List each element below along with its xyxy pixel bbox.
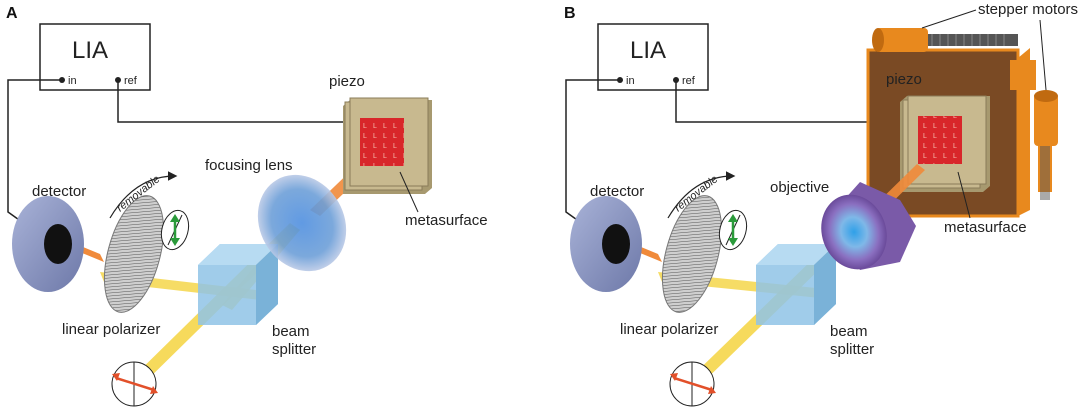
- label-splitter-a: splitter: [272, 341, 316, 358]
- lia-ref-label-a: ref: [124, 75, 138, 87]
- cable-in-a: [7, 79, 62, 223]
- label-linear-polarizer-a: linear polarizer: [62, 321, 160, 338]
- label-stepper-motors-b: stepper motors: [978, 1, 1078, 18]
- beam-splitter-b: [756, 244, 836, 325]
- label-beam-a: beam: [272, 323, 310, 340]
- polarization-indicator-red-b: [669, 361, 716, 407]
- leader-stepper-top-b: [921, 9, 977, 29]
- linear-polarizer-a: [103, 195, 165, 313]
- polarization-indicator-green-b: [718, 209, 748, 251]
- lia-in-label-b: in: [626, 75, 635, 87]
- removable-arrow-a: [109, 171, 178, 219]
- label-metasurface-a: metasurface: [405, 212, 488, 229]
- cable-in-b: [565, 79, 620, 223]
- label-metasurface-b: metasurface: [944, 219, 1027, 236]
- leader-stepper-side-b: [1039, 19, 1047, 91]
- stepper-motor-top-b: [872, 28, 1036, 90]
- stepper-motor-side-b: [1034, 90, 1058, 146]
- leader-metasurface-b: [957, 171, 971, 219]
- objective-b: [821, 182, 916, 270]
- label-beam-b: beam: [830, 323, 868, 340]
- focusing-lens-a: [257, 174, 347, 272]
- lia-title-b: LIA: [630, 37, 666, 64]
- lia-in-label-a: in: [68, 75, 77, 87]
- lia-title-a: LIA: [72, 37, 108, 64]
- leader-metasurface-a: [399, 171, 419, 213]
- label-objective-b: objective: [770, 179, 829, 196]
- lia-box-b: LIA in ref: [597, 23, 709, 91]
- polarization-indicator-green-a: [160, 209, 190, 251]
- beam-splitter-a: [198, 244, 278, 325]
- label-splitter-b: splitter: [830, 341, 874, 358]
- label-piezo-a: piezo: [329, 73, 365, 90]
- panel-letter-a: A: [6, 5, 18, 22]
- cable-ref-b: [675, 80, 905, 123]
- detector-a: [12, 196, 84, 292]
- label-piezo-b: piezo: [886, 71, 922, 88]
- linear-polarizer-b: [661, 195, 723, 313]
- panel-b: B LIA in ref: [564, 1, 1078, 407]
- cable-ref-a: [117, 80, 350, 123]
- lia-box-a: LIA in ref: [39, 23, 151, 91]
- label-detector-b: detector: [590, 183, 644, 200]
- label-detector-a: detector: [32, 183, 86, 200]
- label-linear-polarizer-b: linear polarizer: [620, 321, 718, 338]
- removable-arrow-b: [667, 171, 736, 219]
- label-focusing-lens-a: focusing lens: [205, 157, 293, 174]
- panel-a: A LIA in ref: [6, 5, 488, 407]
- panel-letter-b: B: [564, 5, 576, 22]
- lia-ref-label-b: ref: [682, 75, 696, 87]
- detector-b: [570, 196, 642, 292]
- metasurface-a: [360, 118, 404, 166]
- polarization-indicator-red-a: [111, 361, 158, 407]
- metasurface-b: [918, 116, 962, 164]
